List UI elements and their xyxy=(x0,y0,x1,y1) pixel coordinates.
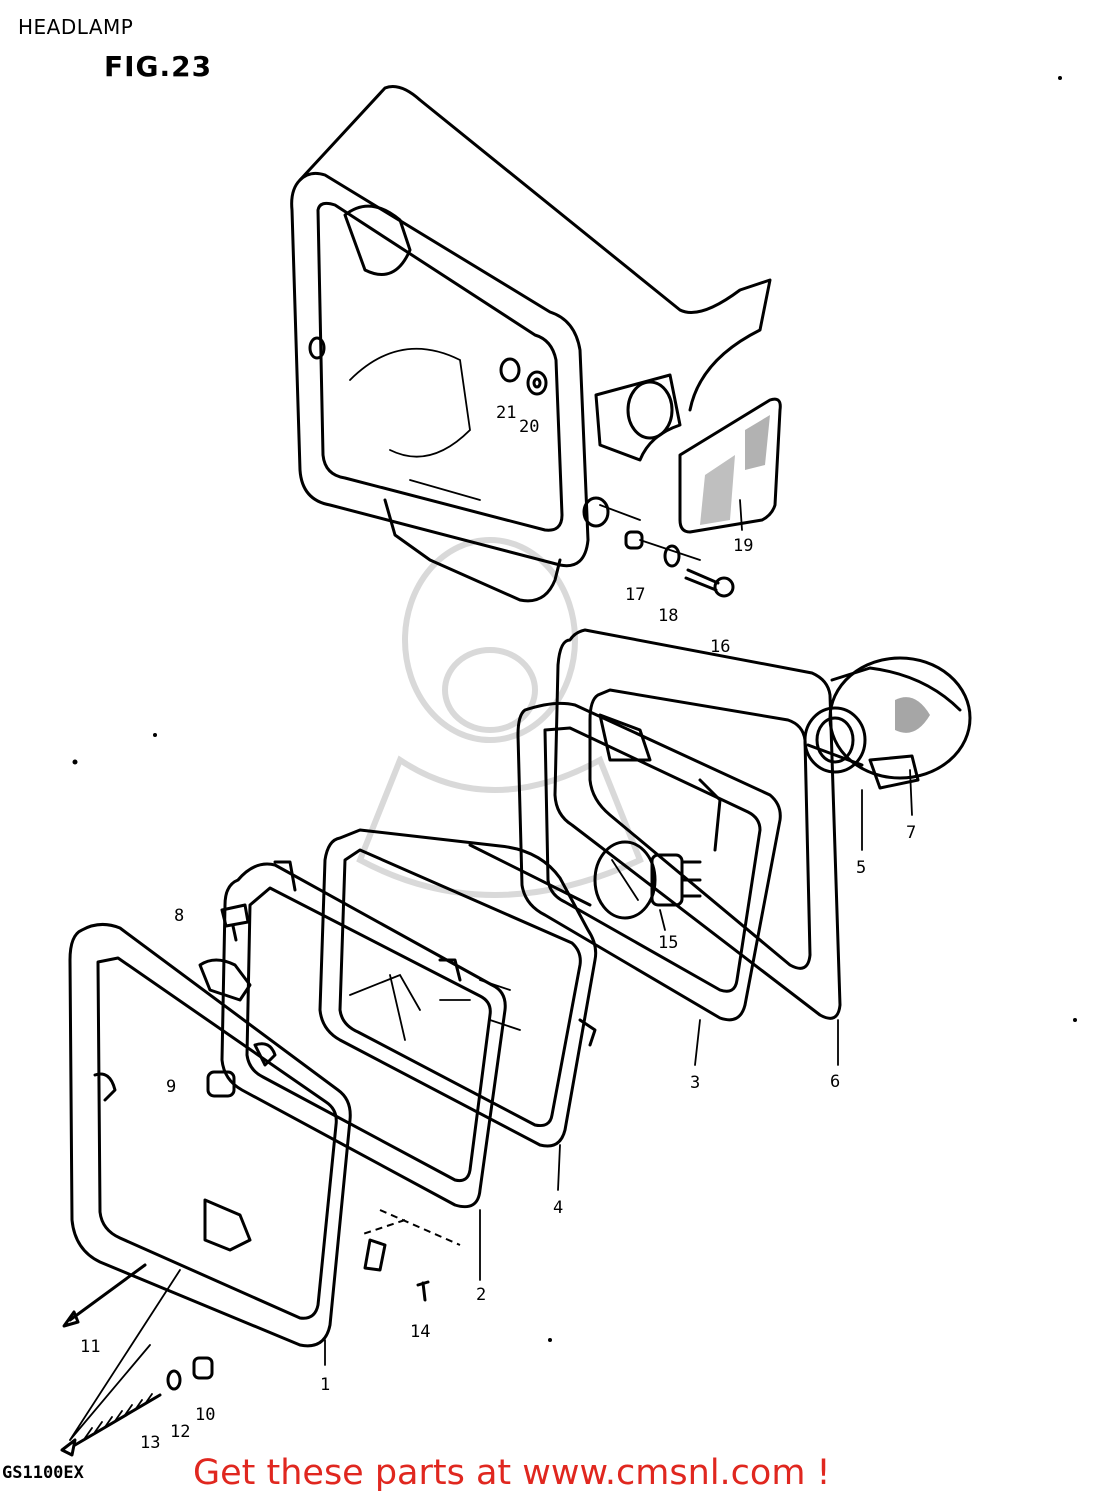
callout-labels: 1 2 3 4 5 6 7 8 9 10 11 12 13 14 15 16 1… xyxy=(80,403,916,1453)
part-5-socket-clip xyxy=(803,706,867,774)
callout-11: 11 xyxy=(80,1337,100,1357)
fasteners-upper xyxy=(499,357,735,598)
callout-18: 18 xyxy=(658,606,678,626)
callout-16: 16 xyxy=(710,637,730,657)
callout-14: 14 xyxy=(410,1322,430,1342)
callout-8: 8 xyxy=(174,906,184,926)
part-6-seal xyxy=(553,628,842,1020)
callout-2: 2 xyxy=(476,1285,486,1305)
callout-19: 19 xyxy=(733,536,753,556)
part-1-outer-rim xyxy=(68,923,387,1348)
callout-20: 20 xyxy=(519,417,539,437)
part-7-socket-cover xyxy=(828,656,972,790)
leader-lines xyxy=(324,499,913,1366)
callout-12: 12 xyxy=(170,1422,190,1442)
callout-15: 15 xyxy=(658,933,678,953)
footer-shop-link[interactable]: Get these parts at www.cmsnl.com ! xyxy=(193,1453,831,1493)
part-4-sealed-beam xyxy=(318,828,598,1148)
callout-7: 7 xyxy=(906,823,916,843)
callout-5: 5 xyxy=(856,858,866,878)
part-2-retaining-ring xyxy=(220,860,507,1209)
model-code: GS1100EX xyxy=(2,1463,84,1483)
scan-specks xyxy=(72,76,1077,1342)
callout-21: 21 xyxy=(496,403,516,423)
callout-9: 9 xyxy=(166,1077,176,1097)
callout-10: 10 xyxy=(195,1405,215,1425)
part-3-mounting-frame xyxy=(516,701,782,1022)
callout-1: 1 xyxy=(320,1375,330,1395)
headlamp-housing xyxy=(290,85,772,603)
watermark-logo xyxy=(356,537,644,898)
part-15-bulb xyxy=(593,840,702,920)
callout-17: 17 xyxy=(625,585,645,605)
fasteners-lower xyxy=(60,903,461,1457)
callout-4: 4 xyxy=(553,1198,563,1218)
figure-label: FIG.23 xyxy=(104,50,213,83)
part-19-reflector xyxy=(678,397,782,534)
callout-6: 6 xyxy=(830,1072,840,1092)
callout-3: 3 xyxy=(690,1073,700,1093)
page-title: HEADLAMP xyxy=(18,15,134,39)
callout-13: 13 xyxy=(140,1433,160,1453)
